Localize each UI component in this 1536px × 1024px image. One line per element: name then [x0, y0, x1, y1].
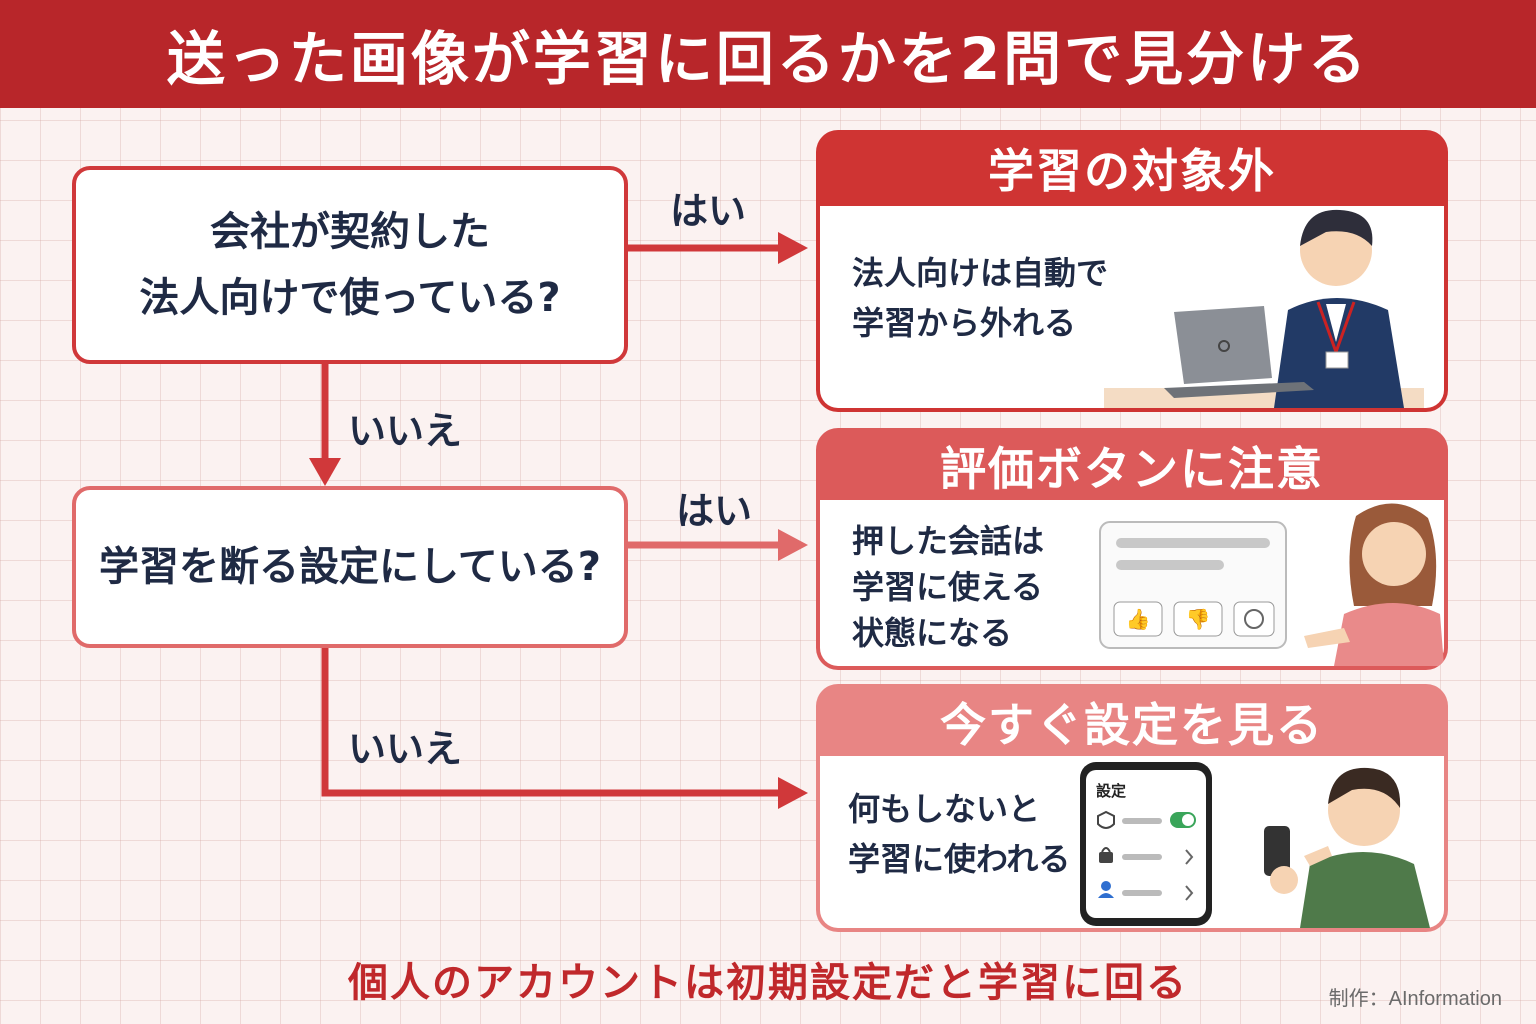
q2-yes-label: はい [676, 489, 753, 533]
shield-icon [1097, 810, 1115, 829]
result-3-body: 何もしないと 学習に使われる 設定 [820, 756, 1444, 928]
chevron-right-icon [1185, 849, 1194, 865]
q1-no-arrowhead [309, 458, 341, 486]
q2-yes-arrowhead [778, 529, 808, 561]
q2-text: 学習を断る設定にしている? [98, 544, 601, 590]
phone-screen: 設定 [1086, 770, 1206, 918]
phone-illustration: 設定 [1080, 762, 1212, 926]
credit: 制作：AInformation [1328, 988, 1502, 1010]
result-1-line-2: 学習から外れる [852, 304, 1077, 342]
result-2-line-2: 学習に使える [852, 568, 1044, 606]
result-1-title: 学習の対象外 [988, 144, 1276, 198]
q1-yes-label: はい [670, 189, 747, 233]
q1-line-1: 会社が契約した [209, 209, 490, 255]
result-3-line-1: 何もしないと [848, 790, 1041, 828]
result-1-line-1: 法人向けは自動で [852, 254, 1109, 292]
chevron-right-icon [1185, 885, 1194, 901]
page-title: 送った画像が学習に回るかを2問で見分ける [166, 25, 1370, 93]
q1-yes-arrowhead [778, 232, 808, 264]
header-banner: 送った画像が学習に回るかを2問で見分ける [0, 0, 1536, 108]
chat-feedback-card: 👍 👎 [1099, 521, 1287, 649]
q2-no-arrowhead [778, 777, 808, 809]
thumbs-up-icon: 👍 [1126, 607, 1151, 631]
man-holding-phone-illustration [1264, 767, 1430, 928]
result-2-body: 押した会話は 学習に使える 状態になる 👍 👎 [820, 500, 1444, 666]
result-3-line-2: 学習に使われる [848, 840, 1071, 878]
result-rating-button-caution: 評価ボタンに注意 押した会話は 学習に使える 状態になる 👍 👎 [816, 428, 1448, 670]
result-3-title: 今すぐ設定を見る [940, 698, 1324, 752]
footer-note: 個人のアカウントは初期設定だと学習に回る [348, 960, 1188, 1006]
settings-screen-title: 設定 [1096, 782, 1127, 800]
q2-no-label: いいえ [348, 727, 463, 771]
question-opt-out-setting: 学習を断る設定にしている? [72, 486, 628, 648]
q1-no-label: いいえ [348, 409, 463, 453]
lock-icon [1099, 852, 1113, 863]
result-2-line-3: 状態になる [852, 614, 1013, 652]
user-icon [1101, 881, 1111, 891]
q2-no-line [321, 648, 780, 797]
result-not-trained: 学習の対象外 法人向けは自動で 学習から外れる [816, 130, 1448, 412]
q1-line-2: 法人向けで使っている? [139, 275, 561, 321]
handheld-phone [1264, 826, 1290, 876]
result-1-body: 法人向けは自動で 学習から外れる [820, 206, 1444, 408]
thumbs-down-icon: 👎 [1186, 607, 1211, 631]
office-worker-laptop-illustration [1104, 209, 1424, 408]
result-2-line-1: 押した会話は [852, 522, 1045, 560]
question-corporate-plan: 会社が契約した 法人向けで使っている? [72, 166, 628, 364]
result-2-title: 評価ボタンに注意 [940, 442, 1324, 496]
more-options-icon [1244, 609, 1264, 629]
result-check-settings-now: 今すぐ設定を見る 何もしないと 学習に使われる 設定 [816, 684, 1448, 932]
woman-pointing-illustration [1304, 503, 1444, 666]
